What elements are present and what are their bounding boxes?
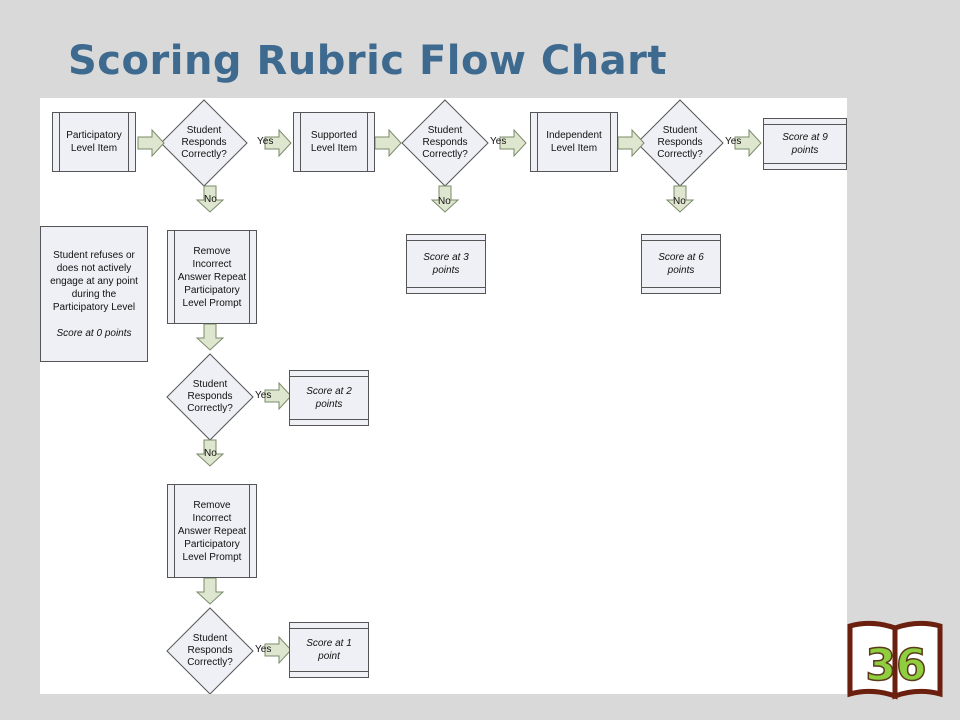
participatory-item-box: Participatory Level Item [52,112,136,172]
yes-label: Yes [255,644,272,655]
slide-title: Scoring Rubric Flow Chart [68,38,668,84]
score-9-box: Score at 9 points [763,118,847,170]
decision-text: Student Responds Correctly? [187,379,233,414]
remove-prompt-box: Remove Incorrect Answer Repeat Participa… [167,484,257,578]
arrow-down [196,577,224,605]
page-number-badge: 36 [847,620,943,700]
arrow-right [374,129,402,157]
arrow-down [196,323,224,351]
flowchart-shapes [137,99,762,694]
arrow-right [617,129,645,157]
no-label: No [204,194,217,205]
refuse-note-box: Student refuses or does not actively eng… [40,226,148,362]
no-label: No [204,448,217,459]
flowchart-panel: Participatory Level Item Supported Level… [40,98,847,694]
no-label: No [438,196,451,207]
remove-prompt-box: Remove Incorrect Answer Repeat Participa… [167,230,257,324]
supported-item-box: Supported Level Item [293,112,375,172]
score-3-box: Score at 3 points [406,234,486,294]
independent-item-box: Independent Level Item [530,112,618,172]
arrow-right [137,129,165,157]
score-6-box: Score at 6 points [641,234,721,294]
decision-text: Student Responds Correctly? [187,633,233,668]
refuse-note-text: Student refuses or does not actively eng… [50,249,138,313]
score-1-box: Score at 1 point [289,622,369,678]
yes-label: Yes [725,136,742,147]
score-2-box: Score at 2 points [289,370,369,426]
no-label: No [673,196,686,207]
decision-text: Student Responds Correctly? [422,125,468,160]
score-0-text: Score at 0 points [56,327,132,339]
page-number: 36 [865,640,926,691]
decision-text: Student Responds Correctly? [657,125,703,160]
yes-label: Yes [257,136,274,147]
decision-text: Student Responds Correctly? [181,125,227,160]
decision-diamond [166,607,254,694]
yes-label: Yes [255,390,272,401]
yes-label: Yes [490,136,507,147]
